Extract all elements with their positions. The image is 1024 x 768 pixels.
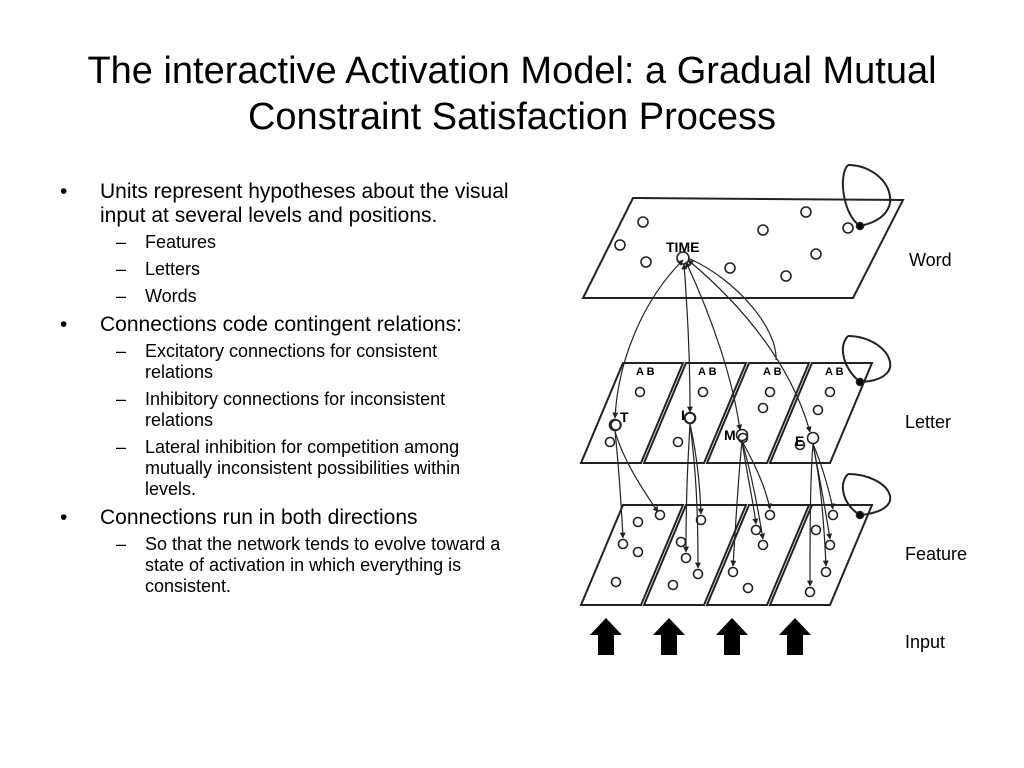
word-level-plane: TIME <box>581 164 905 299</box>
bullet-dot: • <box>60 506 68 529</box>
sub-bullet-text: Lateral inhibition for competition among… <box>145 437 461 499</box>
bullet-item: • Connections run in both directions –So… <box>60 506 510 597</box>
letter-header-4: A B <box>825 366 844 378</box>
bullet-text: Units represent hypotheses about the vis… <box>100 180 509 227</box>
letter-header-1: A B <box>636 366 655 378</box>
bullet-text: Connections code contingent relations: <box>100 313 462 336</box>
input-arrow-icon <box>779 618 811 655</box>
feature-level-planes <box>579 473 892 606</box>
label-word: Word <box>909 250 952 270</box>
sub-bullet-item: –So that the network tends to evolve tow… <box>116 534 501 596</box>
bullet-dot: • <box>60 313 68 336</box>
interactive-activation-diagram: TIME A B A B A B A B T I M E <box>548 160 1024 680</box>
diagram-svg: TIME A B A B A B A B T I M E <box>579 164 967 655</box>
label-feature: Feature <box>905 544 967 564</box>
sub-bullet-list: –So that the network tends to evolve tow… <box>100 534 510 597</box>
input-arrows <box>590 618 811 655</box>
self-loop-node <box>855 221 865 231</box>
sub-bullet-item: –Features <box>116 232 217 252</box>
sub-bullet-text: Excitatory connections for consistent re… <box>145 341 438 382</box>
letter-header-2: A B <box>698 366 717 378</box>
sub-bullet-item: –Lateral inhibition for competition amon… <box>116 437 461 499</box>
bullet-dot: • <box>60 180 68 203</box>
letter-node-i: I <box>681 407 685 423</box>
connection-arrows <box>612 257 835 587</box>
sub-bullet-item: –Excitatory connections for consistent r… <box>116 341 438 382</box>
bullet-list: • Units represent hypotheses about the v… <box>60 180 510 603</box>
sub-bullet-text: So that the network tends to evolve towa… <box>145 534 501 596</box>
bullet-item: • Units represent hypotheses about the v… <box>60 180 510 307</box>
self-loop-node <box>855 377 865 387</box>
sub-bullet-list: –Excitatory connections for consistent r… <box>100 341 510 500</box>
sub-bullet-text: Words <box>145 286 197 306</box>
sub-bullet-item: –Letters <box>116 259 201 279</box>
sub-bullet-item: –Inhibitory connections for inconsistent… <box>116 389 446 430</box>
self-loop-node <box>855 510 865 520</box>
sub-bullet-text: Letters <box>145 259 201 279</box>
letter-node-e: E <box>795 433 804 449</box>
letter-header-3: A B <box>763 366 782 378</box>
letter-level-planes: A B A B A B A B T I M E <box>579 335 892 464</box>
input-arrow-icon <box>653 618 685 655</box>
input-arrow-icon <box>716 618 748 655</box>
bullet-item: • Connections code contingent relations:… <box>60 313 510 500</box>
letter-node-m: M <box>724 427 736 443</box>
sub-bullet-text: Features <box>145 232 217 252</box>
sub-bullet-text: Inhibitory connections for inconsistent … <box>145 389 446 430</box>
label-input: Input <box>905 632 945 652</box>
input-arrow-icon <box>590 618 622 655</box>
word-node-label: TIME <box>666 239 699 255</box>
bullet-text: Connections run in both directions <box>100 506 418 529</box>
letter-node-t: T <box>620 409 629 425</box>
label-letter: Letter <box>905 412 951 432</box>
sub-bullet-item: –Words <box>116 286 197 306</box>
slide-title: The interactive Activation Model: a Grad… <box>87 50 937 138</box>
sub-bullet-list: –Features –Letters –Words <box>100 232 510 307</box>
